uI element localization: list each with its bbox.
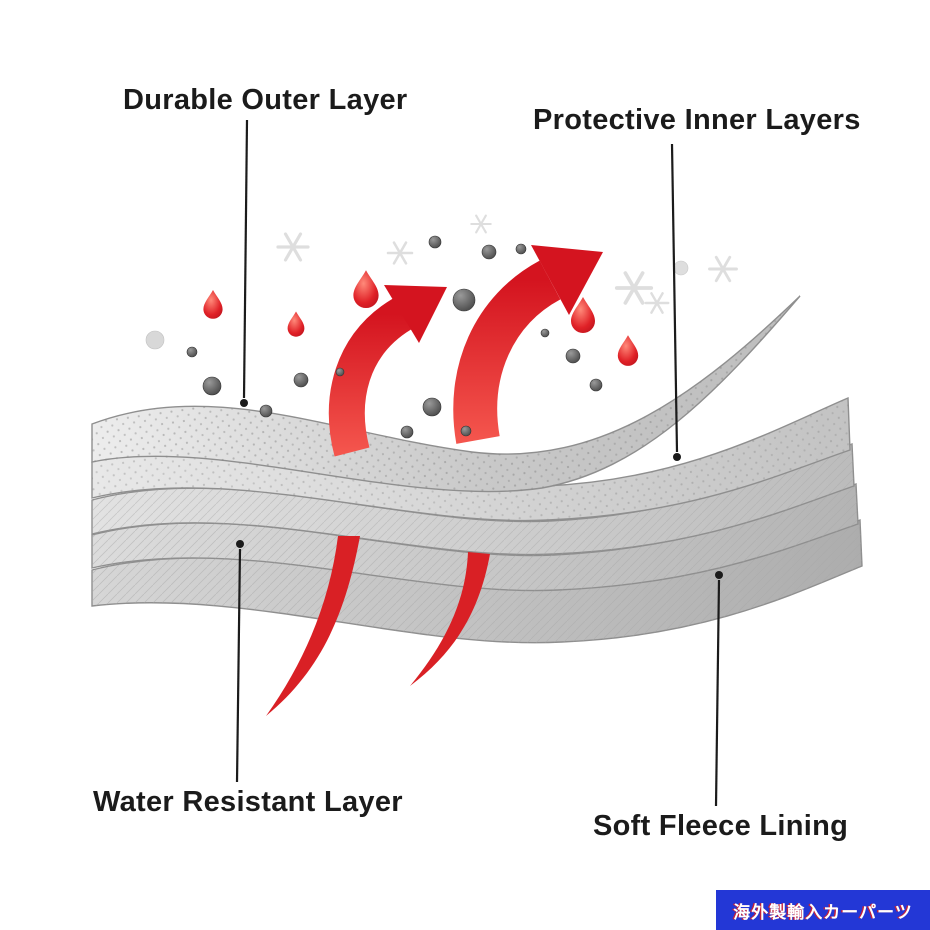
seller-badge: 海外製輸入カーパーツ	[716, 890, 930, 930]
label-durable-outer-layer: Durable Outer Layer	[123, 84, 408, 116]
fabric-sheet-stack	[91, 295, 863, 644]
label-water-resistant-layer: Water Resistant Layer	[93, 786, 403, 818]
label-pointer-lines	[235, 119, 723, 807]
water-shed-swooshes	[266, 536, 490, 716]
label-soft-fleece-lining: Soft Fleece Lining	[593, 810, 849, 842]
label-protective-inner-layers: Protective Inner Layers	[533, 104, 861, 136]
breathability-arrows	[328, 245, 603, 457]
dust-particles	[145, 235, 689, 439]
